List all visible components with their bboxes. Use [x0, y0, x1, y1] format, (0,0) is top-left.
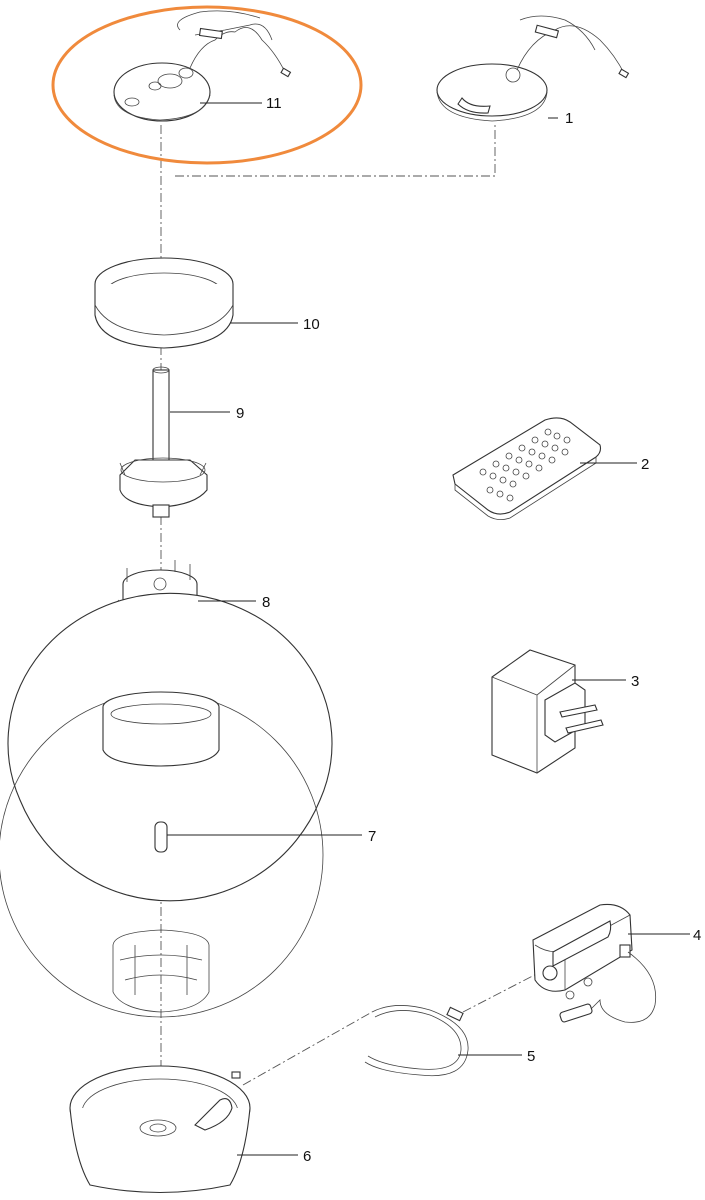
part-label-6: 6	[303, 1148, 311, 1165]
part-label-4: 4	[693, 927, 701, 944]
tube-connector-line-right	[462, 967, 549, 1013]
tube-connector-line-left	[242, 1011, 373, 1086]
part-11-highlight-ring	[51, 5, 363, 165]
part-6-base	[69, 1065, 251, 1194]
part-1-standard-lid	[436, 15, 630, 122]
leaders	[167, 102, 690, 1156]
part-label-5: 5	[527, 1048, 535, 1065]
part-label-9: 9	[236, 405, 244, 422]
part-label-10: 10	[303, 316, 320, 333]
part-10-top-ring	[94, 257, 234, 349]
part-label-11: 11	[266, 95, 282, 112]
part-label-7: 7	[368, 828, 376, 845]
part-3-power-adapter	[491, 649, 604, 774]
part-11-lid-with-led	[113, 10, 292, 122]
part-label-2: 2	[641, 456, 649, 473]
part-5-air-tube	[364, 1005, 469, 1077]
part-label-1: 1	[565, 110, 573, 127]
part-4-air-pump	[532, 903, 657, 1023]
part-9-filter-tube	[119, 366, 208, 518]
part-label-3: 3	[631, 673, 639, 690]
part-label-8: 8	[262, 594, 270, 611]
alternate-lid-connector-line	[175, 125, 496, 177]
part-7-sphere-and-sleeve	[0, 592, 333, 1018]
part-2-remote-control	[452, 417, 602, 520]
